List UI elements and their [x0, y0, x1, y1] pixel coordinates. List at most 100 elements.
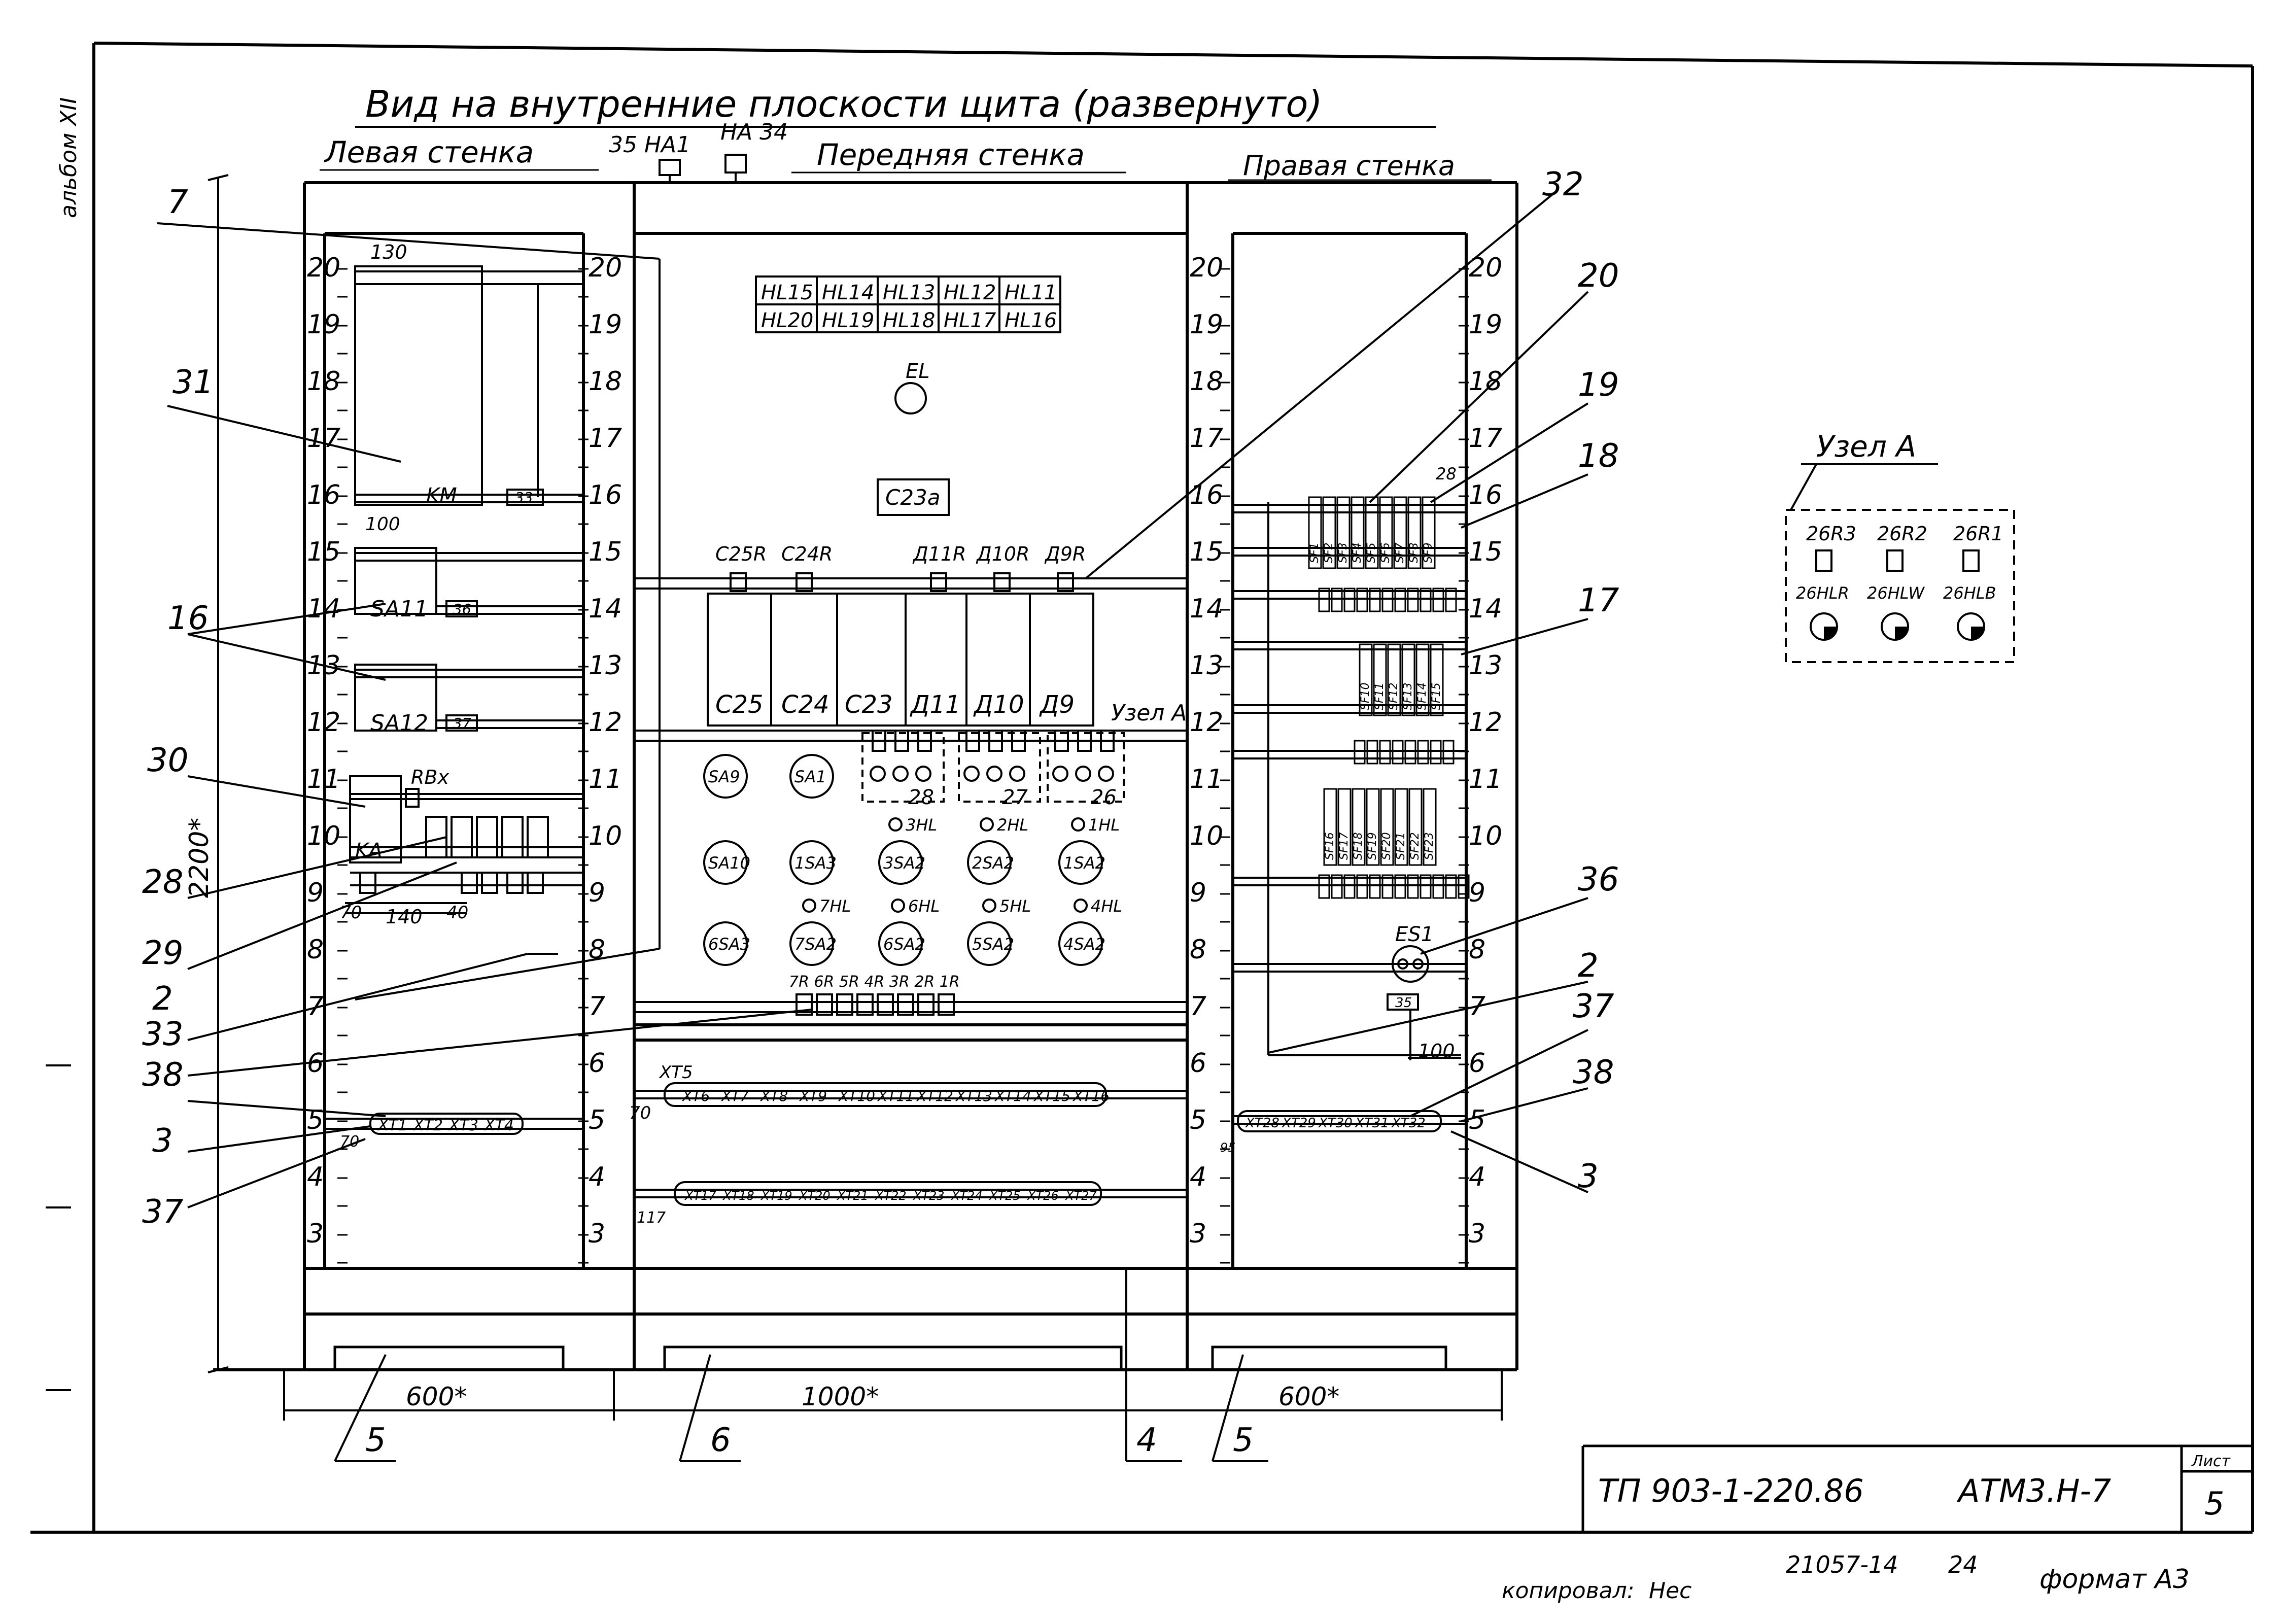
- uzel-ref: Узел A: [1111, 700, 1187, 726]
- right-terminal-strip: [1237, 1110, 1442, 1132]
- plinth-feet: [333, 1345, 1447, 1371]
- hl-label-hl15: HL15: [761, 281, 813, 304]
- ruler-number: 14: [1190, 594, 1223, 624]
- ruler-number: 15: [1190, 537, 1223, 567]
- ruler-number: 10: [1190, 821, 1223, 851]
- sf-label: SF20: [1380, 832, 1393, 860]
- switch-sa9: [703, 754, 748, 799]
- left-ka: KA: [355, 839, 383, 862]
- side-label: альбом XII: [56, 97, 82, 218]
- left-sa12: SA12: [370, 710, 428, 736]
- lamp-3hl: [888, 817, 903, 832]
- switch-label: 1SA3: [794, 853, 837, 873]
- ruler-number: 19: [589, 309, 622, 340]
- sf-label: SF18: [1352, 832, 1365, 860]
- callout-29: 29: [142, 935, 183, 972]
- ruler-number: 20: [589, 253, 622, 283]
- sf-breaker: [1351, 496, 1365, 569]
- left-dim-70: 70: [340, 903, 362, 923]
- hl-label-hl18: HL18: [883, 309, 935, 332]
- sf-module: [1392, 740, 1404, 765]
- hl-label-hl19: HL19: [822, 309, 874, 332]
- right-box-35: 35: [1395, 995, 1412, 1011]
- callout-16: 16: [167, 600, 209, 637]
- sf-module: [1442, 740, 1455, 765]
- ruler-number: 10: [1469, 821, 1502, 851]
- ruler-number: 20: [1190, 253, 1223, 283]
- ruler-number: 13: [589, 650, 622, 681]
- sf-breaker: [1393, 496, 1407, 569]
- callout-37-left: 37: [142, 1193, 184, 1231]
- ruler-number: 13: [1190, 650, 1223, 681]
- sf-module: [1331, 588, 1343, 612]
- ruler-number: 17: [589, 423, 622, 454]
- switch-6sa3: [703, 921, 748, 966]
- sf-label: SF7: [1394, 542, 1406, 563]
- sf-breaker: [1379, 496, 1393, 569]
- front-terminal-xt20: XT20: [798, 1189, 831, 1203]
- footer-format: формат А3: [2039, 1564, 2190, 1595]
- lamp-label: 4HL: [1091, 896, 1122, 916]
- ruler-number: 15: [589, 537, 622, 567]
- left-box-36: 36: [453, 601, 471, 617]
- module-label: C25: [715, 690, 764, 719]
- ruler-number: 9: [1190, 878, 1206, 908]
- ruler-number: 17: [1190, 423, 1223, 454]
- resistor-label: Д10R: [976, 543, 1029, 565]
- sf-label: SF1: [1308, 542, 1321, 563]
- callout-20: 20: [1578, 257, 1619, 295]
- footer-copied: копировал:: [1502, 1578, 1635, 1604]
- sf-module: [1369, 588, 1381, 612]
- ruler-number: 20: [1469, 253, 1502, 283]
- switch-label: 1SA2: [1063, 853, 1105, 873]
- uzel-resistor-label: 26R3: [1806, 523, 1856, 545]
- uzel-lamp-fill: [1971, 627, 1984, 640]
- bottom-callout-4: 4: [1136, 1422, 1157, 1459]
- front-terminal-xt25: XT25: [988, 1189, 1021, 1203]
- sf-module: [1381, 588, 1394, 612]
- sf-label: SF23: [1423, 832, 1436, 860]
- sf-module: [1354, 740, 1366, 765]
- ruler-number: 16: [589, 480, 622, 510]
- ruler-number: 20: [307, 253, 340, 283]
- resistor-label: Д11R: [912, 543, 966, 565]
- front-terminal-xt13: XT13: [955, 1088, 992, 1104]
- sf-module: [1432, 874, 1444, 899]
- sf-label: SF14: [1416, 682, 1429, 710]
- callout-37-right: 37: [1573, 988, 1614, 1025]
- module-label: Д11: [910, 690, 961, 719]
- front-terminal-xt11: XT11: [877, 1088, 914, 1104]
- ruler-number: 16: [1469, 480, 1502, 510]
- top-device-ha1-label: 35 HA1: [609, 132, 690, 158]
- ruler-number: 6: [589, 1048, 605, 1079]
- sf-breaker: [1430, 643, 1444, 716]
- uzel-lamp-label: 26HLR: [1796, 583, 1849, 603]
- right-dim-95: 95: [1220, 1141, 1236, 1155]
- ruler-number: 18: [589, 366, 622, 397]
- callout-3-right: 3: [1578, 1158, 1599, 1195]
- ruler-number: 4: [1190, 1162, 1206, 1192]
- resistor-marks: [730, 572, 1074, 592]
- ruler-number: 18: [1190, 366, 1223, 397]
- stamp-sheet-label: Лист: [2191, 1453, 2231, 1470]
- xt5-label: XT5: [659, 1062, 693, 1083]
- front-terminal-xt18: XT18: [722, 1189, 754, 1203]
- ruler-number: 15: [1469, 537, 1502, 567]
- left-terminal-strip: [369, 1113, 524, 1135]
- footer-sign: Нес: [1649, 1578, 1691, 1604]
- dim-right: 600*: [1278, 1382, 1339, 1411]
- hl-label-hl16: HL16: [1005, 309, 1057, 332]
- callout-19: 19: [1578, 366, 1619, 404]
- switch-label: SA10: [708, 853, 750, 873]
- ruler-number: 17: [307, 423, 340, 454]
- r-labels: 7R 6R 5R 4R 3R 2R 1R: [789, 973, 960, 991]
- front-terminal-xt15: XT15: [1033, 1088, 1070, 1104]
- sf-module: [1394, 588, 1406, 612]
- resistor-label: Д9R: [1044, 543, 1086, 565]
- sf-breaker: [1380, 788, 1394, 866]
- ruler-number: 7: [1190, 991, 1206, 1022]
- sheet-frame: [30, 42, 2254, 1534]
- sf-breaker: [1373, 643, 1387, 716]
- switch-6sa2: [878, 921, 923, 966]
- sf-module: [1366, 740, 1378, 765]
